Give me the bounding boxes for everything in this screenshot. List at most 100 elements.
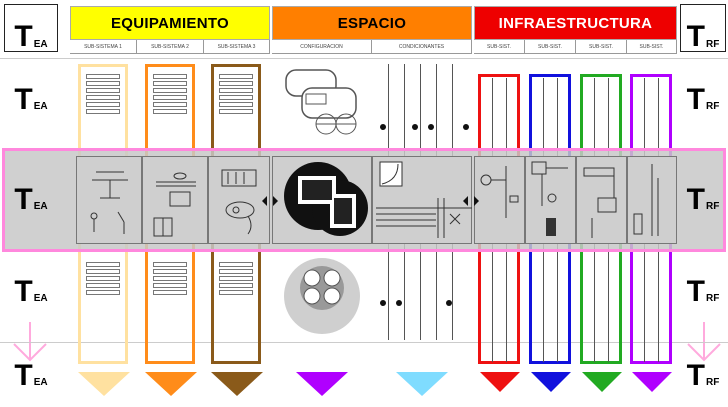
triangle-infra-1	[480, 372, 520, 392]
equip-stripe	[153, 269, 187, 274]
triangle-infra-4	[632, 372, 672, 392]
equip-stripe	[86, 102, 120, 107]
triangle-infra-3	[582, 372, 622, 392]
right-header-sub: RF	[705, 39, 720, 50]
cond-dot	[463, 124, 469, 130]
right-header-letter: T	[686, 20, 705, 53]
row-label-right-1-sub: RF	[705, 101, 720, 112]
equip-stripe	[153, 102, 187, 107]
subheader-infra-3: SUB-SIST.	[576, 40, 627, 54]
right-down-arrow	[687, 322, 721, 362]
equip-stripe	[153, 109, 187, 114]
equip-stripe	[219, 102, 253, 107]
subheader-infra-2: SUB-SIST.	[525, 40, 576, 54]
group-label-espacio: ESPACIO	[337, 14, 407, 32]
triangle-equip-3	[211, 372, 263, 396]
left-header-sub: EA	[33, 39, 48, 50]
middle-panel	[208, 156, 270, 244]
left-down-arrow	[13, 322, 47, 362]
infra-2-icon	[531, 161, 568, 236]
equip-stripe	[86, 290, 120, 295]
subheader-sub-sistema-2: SUB-SISTEMA 2	[137, 40, 204, 54]
config-shape-bottom	[284, 258, 360, 334]
triangle-infra-2	[531, 372, 571, 392]
row-label-left-3-letter: T	[14, 275, 33, 308]
equipment-tools-icon	[221, 169, 257, 235]
cond-dot	[428, 124, 434, 130]
conditions-plan-icon	[376, 161, 472, 238]
group-header-infraestructura: INFRAESTRUCTURA	[474, 6, 677, 40]
equip-stripe	[153, 262, 187, 267]
middle-panel	[474, 156, 525, 244]
equip-stripe	[219, 81, 253, 86]
connector-diamond-2	[463, 196, 479, 206]
config-floorplan-icon	[284, 162, 368, 236]
equip-stripe	[153, 283, 187, 288]
row-label-left-mid-letter: T	[14, 183, 33, 216]
row-label-left-mid-sub: EA	[33, 201, 48, 212]
equip-stripe	[86, 74, 120, 79]
row-label-right-3-letter: T	[686, 275, 705, 308]
equip-stripe	[153, 81, 187, 86]
row-label-left-1-sub: EA	[33, 101, 48, 112]
subheader-sub-sistema-1: SUB-SISTEMA 1	[70, 40, 137, 54]
row-label-left-4-sub: EA	[33, 377, 48, 388]
row-label-right-1-letter: T	[686, 83, 705, 116]
row-label-left-4-letter: T	[14, 359, 33, 392]
equip-stripe	[153, 74, 187, 79]
row-label-left-1-letter: T	[14, 83, 33, 116]
equip-stripe	[219, 269, 253, 274]
group-header-espacio: ESPACIO	[272, 6, 472, 40]
row-label-right-mid-letter: T	[686, 183, 705, 216]
infra-4-icon	[633, 164, 659, 236]
equip-stripe	[86, 88, 120, 93]
equip-stripe	[219, 290, 253, 295]
equip-stripe	[86, 81, 120, 86]
infra-3-icon	[583, 167, 617, 238]
cond-dot	[380, 124, 386, 130]
equip-stripe	[86, 276, 120, 281]
middle-panel	[76, 156, 142, 244]
row-label-left-3-sub: EA	[33, 293, 48, 304]
equip-stripe	[219, 276, 253, 281]
group-label-infraestructura: INFRAESTRUCTURA	[498, 14, 653, 32]
connector-diamond-1	[262, 196, 278, 206]
triangle-config	[296, 372, 348, 396]
equip-stripe	[86, 269, 120, 274]
subheader-infra-1: SUB-SIST.	[474, 40, 525, 54]
equip-stripe	[86, 95, 120, 100]
subheader-infra-4: SUB-SIST.	[627, 40, 677, 54]
equip-stripe	[219, 262, 253, 267]
cond-dot	[396, 300, 402, 306]
middle-panel	[525, 156, 576, 244]
equip-stripe	[219, 88, 253, 93]
equip-stripe	[86, 262, 120, 267]
row-label-right-mid-sub: RF	[705, 201, 720, 212]
equipment-desk-icon	[153, 172, 196, 237]
subheader-configuracion: CONFIGURACION	[272, 40, 372, 54]
cond-dot	[446, 300, 452, 306]
equip-stripe	[153, 95, 187, 100]
triangle-equip-1	[78, 372, 130, 396]
equip-stripe	[219, 74, 253, 79]
equip-stripe	[153, 290, 187, 295]
subheader-condicionantes: CONDICIONANTES	[372, 40, 472, 54]
equip-stripe	[86, 109, 120, 114]
equip-stripe	[219, 95, 253, 100]
equip-stripe	[219, 109, 253, 114]
grid-line-bottom	[0, 342, 728, 343]
triangle-equip-2	[145, 372, 197, 396]
equipment-table-icon	[90, 171, 128, 234]
equip-stripe	[153, 276, 187, 281]
cond-dot	[380, 300, 386, 306]
